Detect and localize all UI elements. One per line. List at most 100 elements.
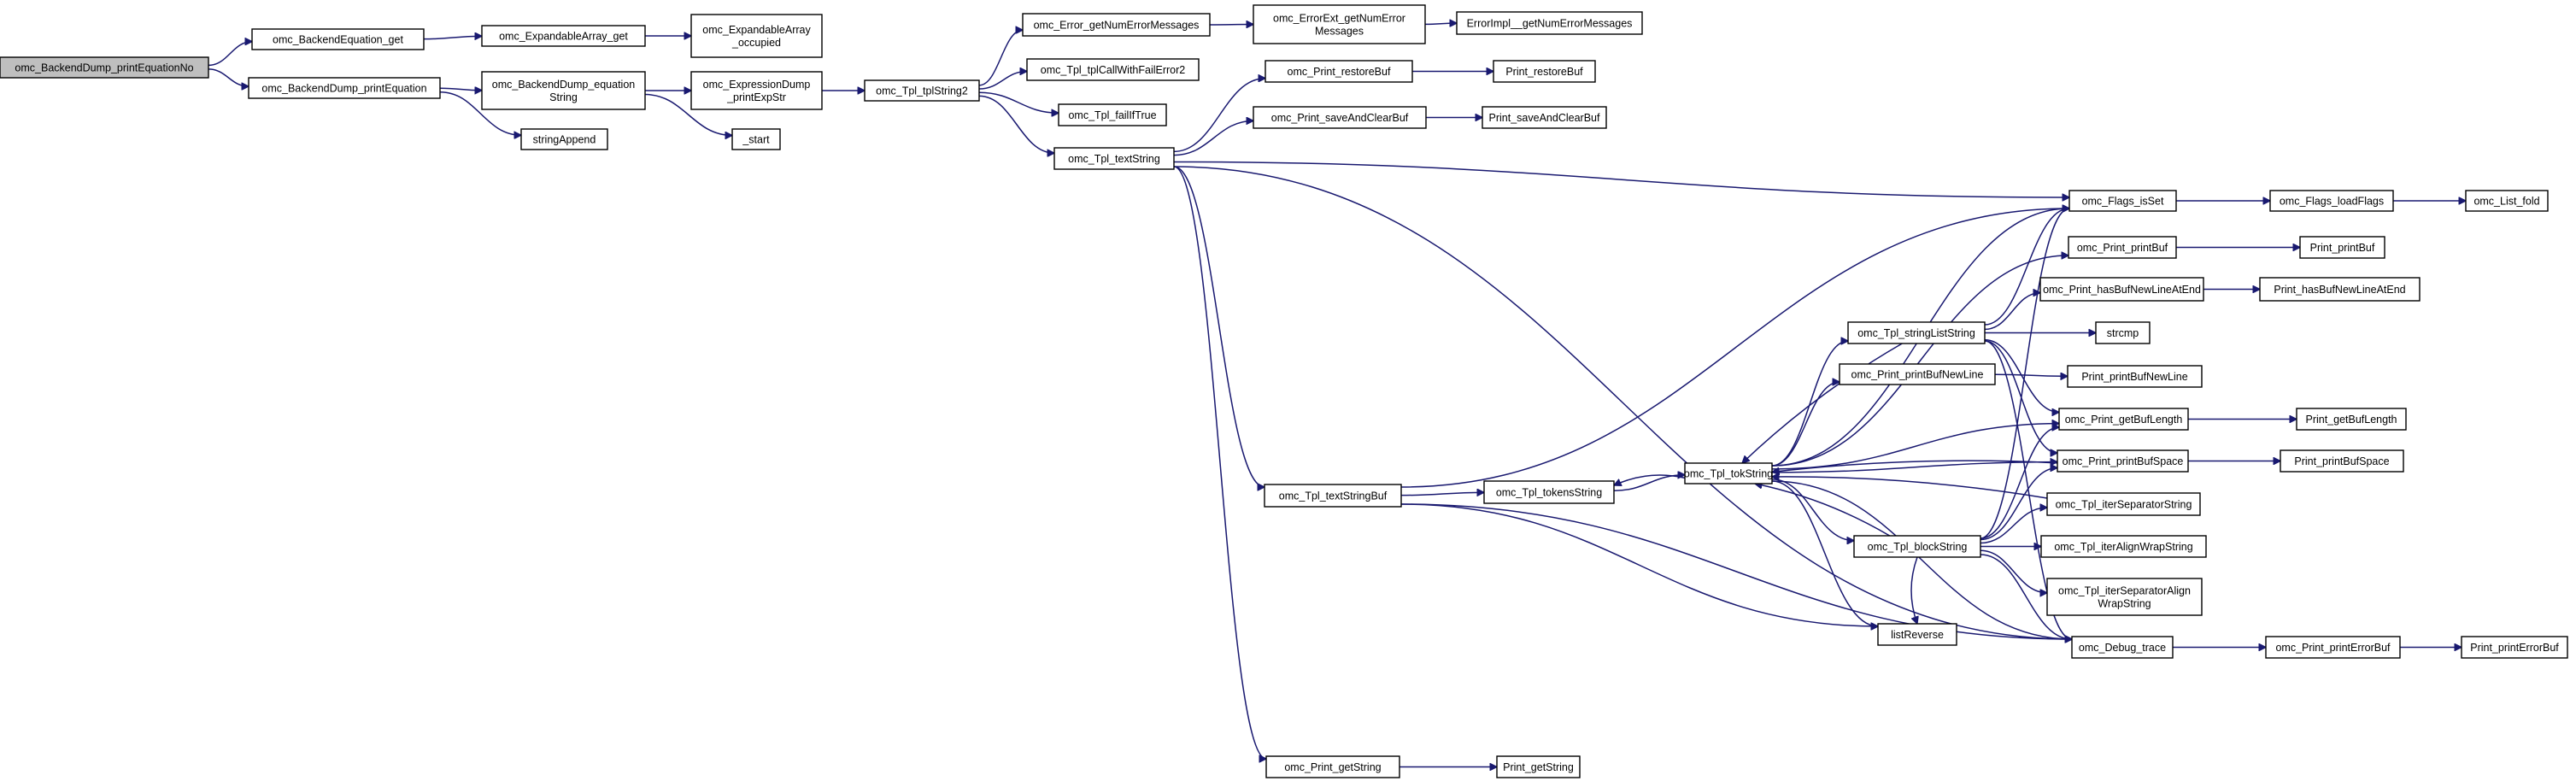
node-box — [1853, 535, 1981, 558]
node-omc-tpl-textstringbuf[interactable]: omc_Tpl_textStringBuf — [1264, 484, 1402, 508]
edge-tokstr-to-listrev — [1771, 480, 1878, 626]
node-label: Print_getBufLength — [2305, 414, 2397, 426]
node-listreverse[interactable]: listReverse — [1877, 623, 1957, 646]
edge-textstr-to-dbgtrace — [1173, 166, 2072, 639]
node-box — [2071, 636, 2174, 659]
node-omc-print-printbuf[interactable]: omc_Print_printBuf — [2068, 236, 2177, 259]
node-omc-tpl-textstring[interactable]: omc_Tpl_textString — [1053, 147, 1175, 170]
edge-ppbnl-to-pbnl — [1994, 374, 2068, 376]
node-box — [1482, 106, 1607, 129]
node-omc-tpl-tplstring2[interactable]: omc_Tpl_tplString2 — [864, 79, 980, 102]
node-box — [1847, 321, 1986, 344]
node-omc-print-saveandclearbuf[interactable]: omc_Print_saveAndClearBuf — [1253, 106, 1427, 129]
node-label: omc_Tpl_stringListString — [1857, 327, 1975, 339]
node-label: Print_printBufSpace — [2294, 455, 2389, 467]
edge-sls-to-dbgtrace — [1984, 340, 2072, 639]
node-print-printerrorbuf[interactable]: Print_printErrorBuf — [2461, 636, 2568, 659]
node-omc-tpl-tokstring[interactable]: omc_Tpl_tokString — [1684, 462, 1773, 484]
node-label: omc_ExpandableArray_get — [499, 30, 628, 42]
node-label: _start — [742, 133, 770, 145]
node-box — [1253, 4, 1426, 44]
edge-sls-to-phasnl — [1984, 293, 2040, 331]
edge-root-to-bdpe — [208, 68, 249, 86]
node-omc-tpl-failiftrue[interactable]: omc_Tpl_failIfTrue — [1058, 103, 1167, 126]
node-print-printbufnewline[interactable]: Print_printBufNewLine — [2067, 365, 2203, 388]
node-omc-backenddump-printequationno[interactable]: omc_BackendDump_printEquationNo — [0, 56, 209, 79]
edge-tokstr-to-blockstr — [1771, 479, 1854, 541]
node-omc-print-printbufnewline[interactable]: omc_Print_printBufNewLine — [1839, 363, 1996, 385]
node-omc-tpl-blockstring[interactable]: omc_Tpl_blockString — [1853, 535, 1981, 558]
node-label: omc_Tpl_textString — [1068, 153, 1160, 165]
node-omc-expandablearray-occupied[interactable]: omc_ExpandableArray_occupied — [690, 14, 823, 58]
node-omc-expressiondump-printexpstr[interactable]: omc_ExpressionDump_printExpStr — [690, 71, 823, 110]
node-box — [1839, 363, 1996, 385]
node-box — [690, 14, 823, 58]
edge-tokensstr-to-tokstr — [1613, 475, 1685, 491]
node-omc-print-hasbufnewlineatend[interactable]: omc_Print_hasBufNewLineAtEnd — [2039, 277, 2204, 302]
node-omc-flags-loadflags[interactable]: omc_Flags_loadFlags — [2269, 190, 2394, 212]
node-label: Print_hasBufNewLineAtEnd — [2274, 284, 2405, 296]
node-omc-tpl-stringliststring[interactable]: omc_Tpl_stringListString — [1847, 321, 1986, 344]
node-label: Print_getString — [1503, 761, 1574, 773]
node-start[interactable]: _start — [731, 128, 781, 150]
node-box — [2057, 449, 2189, 473]
node-label: omc_Tpl_tokString — [1684, 467, 1773, 479]
node-print-hasbufnewlineatend[interactable]: Print_hasBufNewLineAtEnd — [2259, 277, 2421, 302]
node-label: Print_printErrorBuf — [2470, 642, 2559, 654]
node-print-printbufspace[interactable]: Print_printBufSpace — [2280, 449, 2404, 473]
node-omc-print-printbufspace[interactable]: omc_Print_printBufSpace — [2057, 449, 2189, 473]
edge-sls-to-pgetlen — [1984, 338, 2059, 413]
node-omc-print-printerrorbuf[interactable]: omc_Print_printErrorBuf — [2265, 636, 2401, 659]
node-print-saveandclearbuf[interactable]: Print_saveAndClearBuf — [1482, 106, 1607, 129]
node-omc-print-getbuflength[interactable]: omc_Print_getBufLength — [2058, 408, 2189, 431]
node-label: omc_ErrorExt_getNumError — [1273, 12, 1405, 24]
node-omc-print-getstring[interactable]: omc_Print_getString — [1265, 755, 1400, 778]
node-omc-debug-trace[interactable]: omc_Debug_trace — [2071, 636, 2174, 659]
node-omc-expandablearray-get[interactable]: omc_ExpandableArray_get — [481, 25, 646, 47]
node-label: omc_BackendEquation_get — [273, 33, 403, 45]
node-box — [1684, 462, 1773, 484]
node-label: omc_Print_printBufSpace — [2063, 455, 2184, 467]
node-label: Print_saveAndClearBuf — [1489, 112, 1600, 124]
edge-eeget-to-eiget — [1424, 23, 1457, 24]
node-stringappend[interactable]: stringAppend — [520, 128, 608, 150]
edge-blockstr-to-ppbspace — [1980, 468, 2057, 541]
node-print-getstring[interactable]: Print_getString — [1496, 755, 1581, 778]
node-strcmp[interactable]: strcmp — [2095, 321, 2151, 344]
node-label: omc_List_fold — [2473, 195, 2539, 207]
node-omc-flags-isset[interactable]: omc_Flags_isSet — [2068, 190, 2177, 212]
node-omc-backenddump-printequation[interactable]: omc_BackendDump_printEquation — [248, 77, 441, 99]
node-label: ErrorImpl__getNumErrorMessages — [1467, 17, 1633, 29]
node-omc-print-restorebuf[interactable]: omc_Print_restoreBuf — [1265, 60, 1413, 83]
node-box — [2068, 236, 2177, 259]
node-print-restorebuf[interactable]: Print_restoreBuf — [1493, 60, 1596, 83]
node-omc-tpl-tokensstring[interactable]: omc_Tpl_tokensString — [1483, 480, 1615, 504]
edge-sls-to-isset — [1984, 208, 2069, 326]
node-box — [1053, 147, 1175, 170]
node-box — [251, 28, 425, 50]
edge-tsbuf-to-tokensstr — [1400, 492, 1484, 495]
node-box — [1456, 11, 1643, 35]
node-omc-list-fold[interactable]: omc_List_fold — [2465, 190, 2549, 212]
edge-beqget-to-eaget — [423, 36, 482, 38]
node-omc-tpl-iteralignwrapstring[interactable]: omc_Tpl_iterAlignWrapString — [2040, 535, 2207, 558]
node-omc-tpl-iterseparatorstring[interactable]: omc_Tpl_iterSeparatorString — [2046, 492, 2201, 516]
node-box — [1493, 60, 1596, 83]
node-print-getbuflength[interactable]: Print_getBufLength — [2296, 408, 2407, 431]
node-errorimpl-getnumerrormessages[interactable]: ErrorImpl__getNumErrorMessages — [1456, 11, 1643, 35]
node-print-printbuf[interactable]: Print_printBuf — [2299, 236, 2385, 259]
edge-tokstr-to-tokensstr — [1614, 474, 1686, 485]
edge-bdeqs-to-start — [644, 93, 732, 136]
node-box — [2067, 365, 2203, 388]
node-box — [2280, 449, 2404, 473]
node-box — [731, 128, 781, 150]
edge-itersep-to-tokstr — [1772, 477, 2048, 499]
node-omc-error-getnumerrormessages[interactable]: omc_Error_getNumErrorMessages — [1022, 13, 1211, 37]
node-omc-tpl-tplcallwithfailerror2[interactable]: omc_Tpl_tplCallWithFailError2 — [1026, 58, 1200, 81]
edge-tpl2-to-errget — [978, 30, 1023, 86]
node-omc-backendequation-get[interactable]: omc_BackendEquation_get — [251, 28, 425, 50]
node-omc-errorext-getnumerrormessages[interactable]: omc_ErrorExt_getNumErrorMessages — [1253, 4, 1426, 44]
